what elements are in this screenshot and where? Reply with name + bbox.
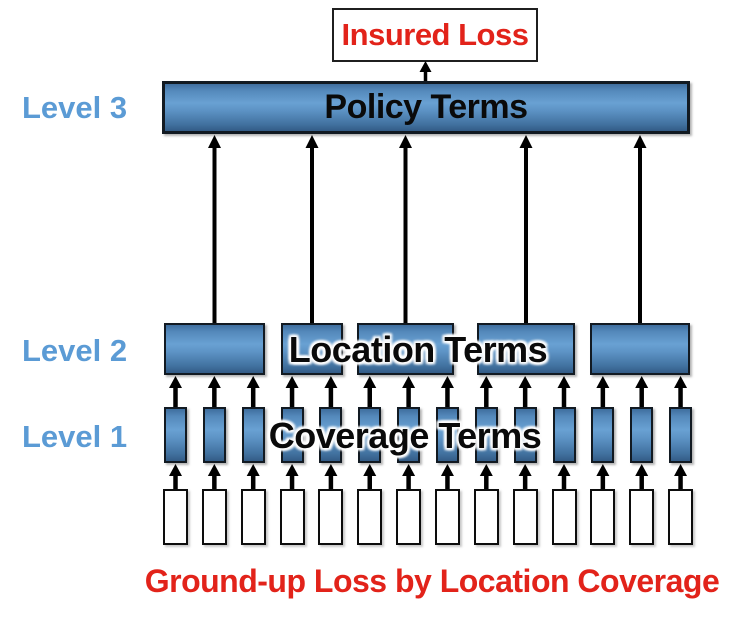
location-terms-box-3 (357, 323, 454, 375)
ground-up-box-12 (590, 489, 616, 545)
coverage-terms-box-13 (630, 407, 654, 463)
arrow-ground-to-l1-5 (324, 464, 338, 489)
ground-up-box-3 (240, 489, 266, 545)
coverage-terms-box-11 (552, 407, 576, 463)
location-terms-box-5 (590, 323, 690, 375)
coverage-terms-box-9 (474, 407, 498, 463)
arrow-l2-to-l3-3 (399, 135, 412, 323)
ground-up-caption: Ground-up Loss by Location Coverage (144, 563, 720, 599)
arrow-ground-to-l1-13 (635, 464, 649, 489)
coverage-terms-box-10 (513, 407, 537, 463)
coverage-terms-box-5 (319, 407, 343, 463)
arrow-l2-to-l3-1 (208, 135, 221, 323)
insured-loss-box: Insured Loss (332, 8, 538, 62)
arrow-l1-to-l2-11 (557, 376, 571, 407)
ground-up-box-2 (201, 489, 227, 545)
arrow-l2-to-l3-4 (519, 135, 533, 323)
location-terms-box-1 (164, 323, 265, 375)
arrow-l2-to-l3-2 (305, 135, 319, 323)
arrow-ground-to-l1-3 (246, 464, 260, 489)
arrow-ground-to-l1-2 (207, 464, 221, 489)
coverage-terms-box-2 (202, 407, 226, 463)
ground-up-box-10 (512, 489, 538, 545)
arrow-l1-to-l2-10 (518, 376, 532, 407)
arrow-ground-to-l1-8 (440, 464, 454, 489)
arrow-ground-to-l1-1 (169, 464, 182, 489)
arrow-l1-to-l2-3 (246, 376, 260, 407)
arrow-l1-to-l2-5 (324, 376, 338, 407)
location-terms-box-4 (477, 323, 575, 375)
coverage-terms-box-8 (435, 407, 459, 463)
arrow-l1-to-l2-1 (169, 376, 182, 407)
arrow-l1-to-l2-13 (635, 376, 649, 407)
arrow-l1-to-l2-6 (363, 376, 377, 407)
arrow-ground-to-l1-9 (479, 464, 493, 489)
arrow-l1-to-l2-2 (207, 376, 221, 407)
ground-up-box-11 (551, 489, 577, 545)
ground-up-box-9 (473, 489, 499, 545)
arrow-l1-to-l2-9 (479, 376, 493, 407)
location-terms-box-2 (281, 323, 343, 375)
arrow-ground-to-l1-7 (402, 464, 416, 489)
arrow-l1-to-l2-14 (674, 376, 688, 407)
coverage-terms-box-1 (164, 407, 187, 463)
level-2-label: Level 2 (22, 333, 128, 368)
ground-up-box-14 (668, 489, 694, 545)
arrow-ground-to-l1-14 (674, 464, 688, 489)
coverage-terms-box-6 (358, 407, 382, 463)
ground-up-box-4 (279, 489, 305, 545)
arrow-l1-to-l2-4 (285, 376, 299, 407)
insured-loss-label: Insured Loss (341, 17, 529, 52)
arrow-ground-to-l1-10 (518, 464, 532, 489)
arrow-ground-to-l1-12 (596, 464, 610, 489)
level-3-label: Level 3 (22, 90, 128, 125)
arrow-ground-to-l1-6 (363, 464, 377, 489)
ground-up-box-8 (434, 489, 460, 545)
ground-up-box-13 (629, 489, 655, 545)
coverage-terms-box-7 (397, 407, 421, 463)
arrow-l1-to-l2-12 (596, 376, 610, 407)
location-terms-label: Location Terms (288, 329, 548, 370)
ground-up-box-6 (357, 489, 383, 545)
arrow-l1-to-l2-8 (440, 376, 454, 407)
policy-terms-label: Policy Terms (324, 88, 528, 126)
ground-up-box-7 (396, 489, 422, 545)
coverage-terms-label: Coverage Terms (268, 415, 542, 456)
coverage-terms-box-14 (669, 407, 693, 463)
coverage-terms-box-12 (591, 407, 615, 463)
arrow-ground-to-l1-4 (285, 464, 299, 489)
arrow-l1-to-l2-7 (402, 376, 416, 407)
arrow-l3-to-insured (419, 61, 432, 81)
coverage-terms-box-3 (241, 407, 265, 463)
level-1-label: Level 1 (22, 419, 128, 454)
ground-up-box-1 (163, 489, 188, 545)
arrow-ground-to-l1-11 (557, 464, 571, 489)
policy-terms-bar: Policy Terms (162, 81, 690, 134)
arrow-l2-to-l3-5 (633, 135, 647, 323)
coverage-terms-box-4 (280, 407, 304, 463)
ground-up-box-5 (318, 489, 344, 545)
